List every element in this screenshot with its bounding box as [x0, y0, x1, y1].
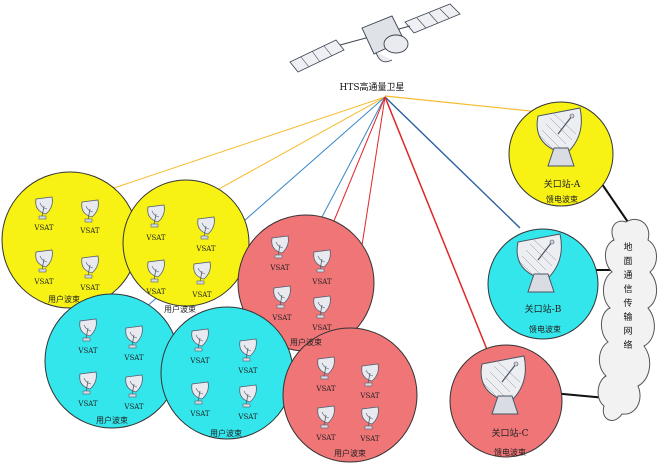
svg-text:VSAT: VSAT	[79, 284, 100, 292]
svg-text:VSAT: VSAT	[33, 278, 54, 286]
vsat-terminal: VSAT	[315, 356, 336, 393]
svg-text:VSAT: VSAT	[145, 234, 166, 242]
svg-text:VSAT: VSAT	[359, 392, 380, 400]
vsat-terminal: VSAT	[269, 235, 290, 272]
svg-text:VSAT: VSAT	[271, 314, 292, 322]
gateway-b-label: 关口站-B	[525, 303, 562, 315]
svg-text:VSAT: VSAT	[79, 227, 100, 235]
vsat-terminal: VSAT	[145, 259, 166, 296]
gateway-b: 关口站-B 馈电波束	[487, 228, 599, 340]
svg-text:VSAT: VSAT	[311, 278, 332, 286]
svg-text:VSAT: VSAT	[311, 324, 332, 332]
vsat-terminal: VSAT	[123, 325, 144, 362]
svg-text:VSAT: VSAT	[315, 434, 336, 442]
svg-text:VSAT: VSAT	[145, 288, 166, 296]
vsat-terminal: VSAT	[189, 381, 210, 418]
vsat-terminal: VSAT	[33, 249, 54, 286]
ground-network: 地面通信传输网络	[597, 218, 657, 421]
vsat-terminal: VSAT	[189, 328, 210, 365]
gateway-b-beam-label: 馈电波束	[529, 324, 561, 334]
svg-text:VSAT: VSAT	[269, 264, 290, 272]
svg-text:VSAT: VSAT	[359, 435, 380, 443]
svg-text:VSAT: VSAT	[237, 413, 258, 421]
vsat-terminal: VSAT	[315, 405, 336, 442]
cloud-icon	[597, 218, 657, 421]
user-beam-red-2	[282, 327, 418, 463]
link-gateway-a	[384, 95, 541, 113]
network-label: 地面通信传输网络	[623, 241, 632, 351]
user-beam-label: 用户波束	[290, 337, 322, 347]
user-beam-label: 用户波束	[48, 294, 80, 304]
vsat-terminal: VSAT	[359, 406, 380, 443]
vsat-terminal: VSAT	[237, 338, 258, 375]
svg-text:VSAT: VSAT	[33, 224, 54, 232]
user-beam-cyan-1	[44, 293, 180, 429]
link-beam-yellow-2	[189, 96, 386, 206]
gateway-c-label: 关口站-C	[492, 427, 529, 439]
user-beam-yellow-1	[1, 171, 139, 309]
vsat-terminals: VSAT VSAT VSAT VSAT VSAT VSAT VSAT VSAT …	[33, 196, 380, 443]
svg-text:VSAT: VSAT	[315, 385, 336, 393]
svg-text:VSAT: VSAT	[123, 403, 144, 411]
vsat-terminal: VSAT	[33, 196, 54, 232]
vsat-terminal: VSAT	[77, 318, 98, 355]
vsat-terminal: VSAT	[123, 374, 144, 411]
vsat-terminal: VSAT	[191, 261, 212, 299]
gateway-a-label: 关口站-A	[544, 178, 581, 190]
svg-text:VSAT: VSAT	[237, 367, 258, 375]
svg-text:VSAT: VSAT	[189, 410, 210, 418]
user-beam-yellow-2	[122, 179, 250, 307]
svg-text:VSAT: VSAT	[77, 400, 98, 408]
vsat-terminal: VSAT	[311, 249, 332, 286]
satellite-links	[107, 95, 541, 356]
gateway-a-beam-label: 馈电波束	[546, 194, 578, 204]
vsat-terminal: VSAT	[271, 285, 292, 322]
svg-text:VSAT: VSAT	[123, 354, 144, 362]
gateway-c-beam-label: 馈电波束	[494, 447, 526, 457]
vsat-terminal: VSAT	[79, 199, 100, 235]
gateway-a: 关口站-A 馈电波束	[508, 101, 614, 207]
vsat-terminal: VSAT	[359, 363, 380, 400]
vsat-terminal: VSAT	[145, 204, 166, 242]
vsat-terminal: VSAT	[79, 255, 100, 292]
user-beam-label: 用户波束	[334, 448, 366, 458]
satellite: HTS高通量卫星	[289, 3, 461, 93]
gateway-c: 关口站-C 馈电波束	[449, 344, 563, 458]
link-beam-yellow-1	[107, 96, 386, 191]
vsat-terminal: VSAT	[195, 216, 216, 253]
user-beam-labels: 用户波束 用户波束 用户波束 用户波束 用户波束 用户波束	[48, 294, 366, 458]
svg-text:VSAT: VSAT	[77, 347, 98, 355]
svg-text:VSAT: VSAT	[191, 291, 212, 299]
link-gateway-c	[384, 96, 489, 353]
vsat-terminal: VSAT	[77, 371, 98, 408]
user-beam-cyan-2	[160, 306, 294, 440]
satellite-icon	[289, 3, 461, 73]
satellite-label: HTS高通量卫星	[339, 81, 404, 93]
link-gateway-b	[384, 96, 521, 229]
user-beam-label: 用户波束	[164, 304, 196, 314]
svg-text:VSAT: VSAT	[189, 357, 210, 365]
user-beams	[1, 171, 418, 463]
vsat-terminal: VSAT	[237, 384, 258, 421]
user-beam-label: 用户波束	[96, 415, 128, 425]
vsat-terminal: VSAT	[311, 295, 332, 332]
gateways: 关口站-A 馈电波束 关口站-B 馈电波束 关口站-C 馈电波束	[449, 101, 633, 458]
user-beam-label: 用户波束	[210, 428, 242, 438]
svg-text:VSAT: VSAT	[195, 245, 216, 253]
